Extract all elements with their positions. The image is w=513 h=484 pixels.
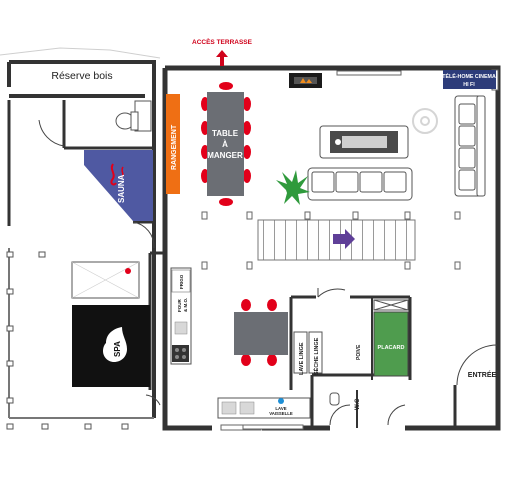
svg-text:SPA: SPA bbox=[113, 341, 122, 357]
kitchen-island bbox=[234, 299, 288, 366]
shower-head-icon bbox=[125, 268, 131, 274]
svg-text:POIVE: POIVE bbox=[356, 344, 362, 360]
coffee-table bbox=[319, 125, 409, 159]
sauna-steam-icon bbox=[110, 163, 117, 186]
svg-text:W.C: W.C bbox=[355, 398, 361, 410]
svg-text:À: À bbox=[222, 140, 228, 149]
terrace-outline bbox=[0, 47, 161, 59]
svg-text:& M.O.: & M.O. bbox=[183, 298, 188, 312]
wc-toilet-icon bbox=[329, 392, 340, 406]
svg-text:VAISSELLE: VAISSELLE bbox=[269, 411, 293, 416]
tv-unit: TÉLÉ-HOME CINEMA HI FI bbox=[442, 70, 496, 89]
dishwasher-icon bbox=[278, 398, 284, 404]
kitchen-counter: FRIGO FOUR & M.O. bbox=[170, 267, 192, 365]
shower bbox=[71, 261, 140, 299]
sauna-room: SAUNA bbox=[84, 150, 153, 221]
spa-room: SPA bbox=[72, 305, 150, 387]
entree-label: ENTRÉE bbox=[468, 370, 497, 379]
svg-text:FRIGO: FRIGO bbox=[179, 274, 184, 289]
stairs-arrow-icon bbox=[333, 229, 355, 249]
rangement-unit: RANGEMENT bbox=[166, 94, 180, 194]
svg-text:TABLE: TABLE bbox=[212, 129, 239, 138]
staircase bbox=[257, 219, 416, 261]
reserve-bois-label: Réserve bois bbox=[51, 70, 112, 82]
watermark-icon bbox=[412, 108, 438, 134]
svg-text:SAUNA: SAUNA bbox=[117, 174, 126, 203]
svg-text:LAVE: LAVE bbox=[275, 406, 286, 411]
veranda-posts bbox=[6, 251, 129, 430]
svg-text:RANGEMENT: RANGEMENT bbox=[171, 124, 178, 170]
pillars bbox=[201, 211, 461, 270]
svg-text:HI FI: HI FI bbox=[463, 82, 475, 88]
placard-closet: PLACARD bbox=[373, 299, 409, 377]
svg-text:ACCÈS TERRASSE: ACCÈS TERRASSE bbox=[192, 37, 253, 46]
sofa-bottom bbox=[307, 167, 413, 201]
svg-text:TÉLÉ-HOME CINEMA: TÉLÉ-HOME CINEMA bbox=[442, 72, 496, 80]
svg-text:FOUR: FOUR bbox=[177, 299, 182, 312]
spa-drop-icon bbox=[103, 327, 127, 362]
svg-text:MANGER: MANGER bbox=[207, 151, 243, 160]
doors bbox=[38, 119, 498, 426]
dining-table: TABLE À MANGER bbox=[201, 82, 251, 206]
toilet-icon bbox=[115, 100, 152, 132]
svg-text:SÈCHE LINGE: SÈCHE LINGE bbox=[312, 337, 320, 375]
svg-text:LAVE LINGE: LAVE LINGE bbox=[299, 342, 305, 375]
wc-room: W.C bbox=[329, 392, 361, 410]
sofa-right bbox=[454, 95, 486, 197]
sink-counter: LAVE VAISSELLE bbox=[217, 397, 311, 419]
svg-text:PLACARD: PLACARD bbox=[378, 345, 405, 351]
laundry-area: LAVE LINGE SÈCHE LINGE POIVE bbox=[293, 331, 362, 375]
cooktop-icon bbox=[172, 345, 189, 362]
terrace-arrow-icon bbox=[216, 50, 228, 66]
terrace-access: ACCÈS TERRASSE bbox=[192, 37, 253, 66]
fireplace-icon bbox=[289, 73, 322, 88]
plant-icon bbox=[276, 170, 310, 205]
